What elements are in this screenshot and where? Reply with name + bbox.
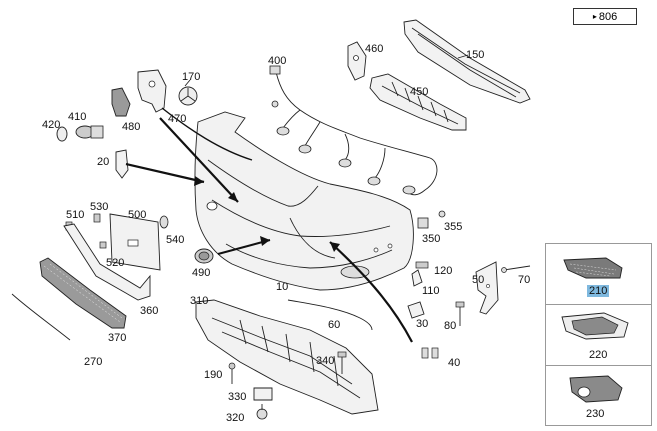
part-320-screw[interactable] bbox=[256, 404, 268, 420]
part-480-sensor[interactable] bbox=[111, 87, 131, 117]
callout-60[interactable]: 60 bbox=[328, 319, 340, 331]
part-355-clip[interactable] bbox=[438, 210, 446, 218]
callout-460[interactable]: 460 bbox=[365, 43, 383, 55]
variant-230-label: 230 bbox=[586, 408, 605, 420]
callout-330[interactable]: 330 bbox=[228, 391, 246, 403]
variant-210-label: 210 bbox=[587, 285, 610, 297]
part-30-cap[interactable] bbox=[407, 301, 425, 319]
callout-420[interactable]: 420 bbox=[42, 119, 60, 131]
callout-310[interactable]: 310 bbox=[190, 295, 208, 307]
callout-150[interactable]: 150 bbox=[466, 49, 484, 61]
callout-20[interactable]: 20 bbox=[97, 156, 109, 168]
callout-190[interactable]: 190 bbox=[204, 369, 222, 381]
part-350-bracket[interactable] bbox=[417, 217, 429, 229]
reference-arrow-icon: ▸ bbox=[592, 12, 597, 21]
part-150-upper-grille[interactable] bbox=[403, 19, 531, 104]
part-460-bracket[interactable] bbox=[347, 41, 367, 81]
callout-10[interactable]: 10 bbox=[276, 281, 288, 293]
callout-540[interactable]: 540 bbox=[166, 234, 184, 246]
part-450-carrier[interactable] bbox=[369, 73, 467, 131]
variant-230[interactable]: 230 bbox=[546, 366, 651, 425]
grille-variant-230-icon bbox=[569, 375, 623, 403]
part-540-clip[interactable] bbox=[159, 215, 169, 229]
part-410-parking-sensor[interactable] bbox=[75, 125, 104, 139]
callouts: 150 460 450 400 170 470 480 410 420 20 5… bbox=[42, 43, 530, 424]
callout-510[interactable]: 510 bbox=[66, 209, 84, 221]
leader-150 bbox=[457, 54, 469, 59]
part-270-trim-strip[interactable] bbox=[11, 293, 71, 341]
variant-210[interactable]: 210 bbox=[546, 244, 651, 305]
part-50-mount-bracket[interactable] bbox=[475, 261, 499, 315]
grille-variant-210-icon bbox=[563, 257, 623, 279]
callout-340[interactable]: 340 bbox=[316, 355, 334, 367]
arrows bbox=[125, 107, 413, 343]
callout-80[interactable]: 80 bbox=[444, 320, 456, 332]
callout-350[interactable]: 350 bbox=[422, 233, 440, 245]
part-190-screw[interactable] bbox=[228, 362, 236, 384]
part-340-bolt[interactable] bbox=[337, 351, 347, 374]
callout-400[interactable]: 400 bbox=[268, 55, 286, 67]
part-310-underbody-panel[interactable] bbox=[195, 299, 379, 415]
part-120-screw[interactable] bbox=[415, 261, 429, 269]
callout-40[interactable]: 40 bbox=[448, 357, 460, 369]
callout-360[interactable]: 360 bbox=[140, 305, 158, 317]
callout-50[interactable]: 50 bbox=[472, 274, 484, 286]
part-20-bracket[interactable] bbox=[115, 149, 129, 179]
reference-page-label: 806 bbox=[598, 10, 618, 23]
callout-520[interactable]: 520 bbox=[106, 257, 124, 269]
part-110-clip[interactable] bbox=[411, 269, 423, 287]
part-80-screw[interactable] bbox=[455, 301, 465, 326]
callout-270[interactable]: 270 bbox=[84, 356, 102, 368]
callout-470[interactable]: 470 bbox=[168, 113, 186, 125]
callout-450[interactable]: 450 bbox=[410, 86, 428, 98]
callout-30[interactable]: 30 bbox=[416, 318, 428, 330]
part-330-clip[interactable] bbox=[253, 387, 273, 401]
part-10-bumper-cover[interactable] bbox=[194, 111, 414, 291]
callout-110[interactable]: 110 bbox=[422, 285, 440, 297]
part-40-clips[interactable] bbox=[421, 347, 439, 359]
callout-70[interactable]: 70 bbox=[518, 274, 530, 286]
variant-220-label: 220 bbox=[589, 349, 608, 361]
part-500-license-plate-bracket[interactable] bbox=[109, 213, 161, 271]
callout-355[interactable]: 355 bbox=[444, 221, 462, 233]
variant-220[interactable]: 220 bbox=[546, 305, 651, 366]
callout-170[interactable]: 170 bbox=[182, 71, 200, 83]
callout-370[interactable]: 370 bbox=[108, 332, 126, 344]
part-470-bracket[interactable] bbox=[137, 69, 167, 113]
part-490-fog-lamp[interactable] bbox=[194, 248, 214, 264]
part-420-sensor-ring[interactable] bbox=[56, 126, 68, 142]
reference-page-button[interactable]: ▸ 806 bbox=[573, 8, 637, 25]
part-530-screw[interactable] bbox=[93, 213, 101, 223]
part-70-bolt[interactable] bbox=[501, 265, 531, 273]
variant-panel: 210 220 230 bbox=[545, 243, 652, 426]
callout-490[interactable]: 490 bbox=[192, 267, 210, 279]
callout-480[interactable]: 480 bbox=[122, 121, 140, 133]
callout-500[interactable]: 500 bbox=[128, 209, 146, 221]
part-520-nut[interactable] bbox=[99, 241, 107, 249]
callout-120[interactable]: 120 bbox=[434, 265, 452, 277]
callout-530[interactable]: 530 bbox=[90, 201, 108, 213]
grille-variant-220-icon bbox=[561, 312, 629, 340]
part-360-bracket[interactable] bbox=[63, 223, 151, 301]
leader-170 bbox=[184, 79, 191, 87]
part-170-emblem[interactable] bbox=[178, 86, 198, 106]
callout-410[interactable]: 410 bbox=[68, 111, 86, 123]
part-400-wiring-harness[interactable] bbox=[269, 65, 438, 196]
part-60-seal-strip[interactable] bbox=[287, 299, 373, 331]
callout-320[interactable]: 320 bbox=[226, 412, 244, 424]
part-370-grille-mesh[interactable] bbox=[39, 257, 127, 329]
